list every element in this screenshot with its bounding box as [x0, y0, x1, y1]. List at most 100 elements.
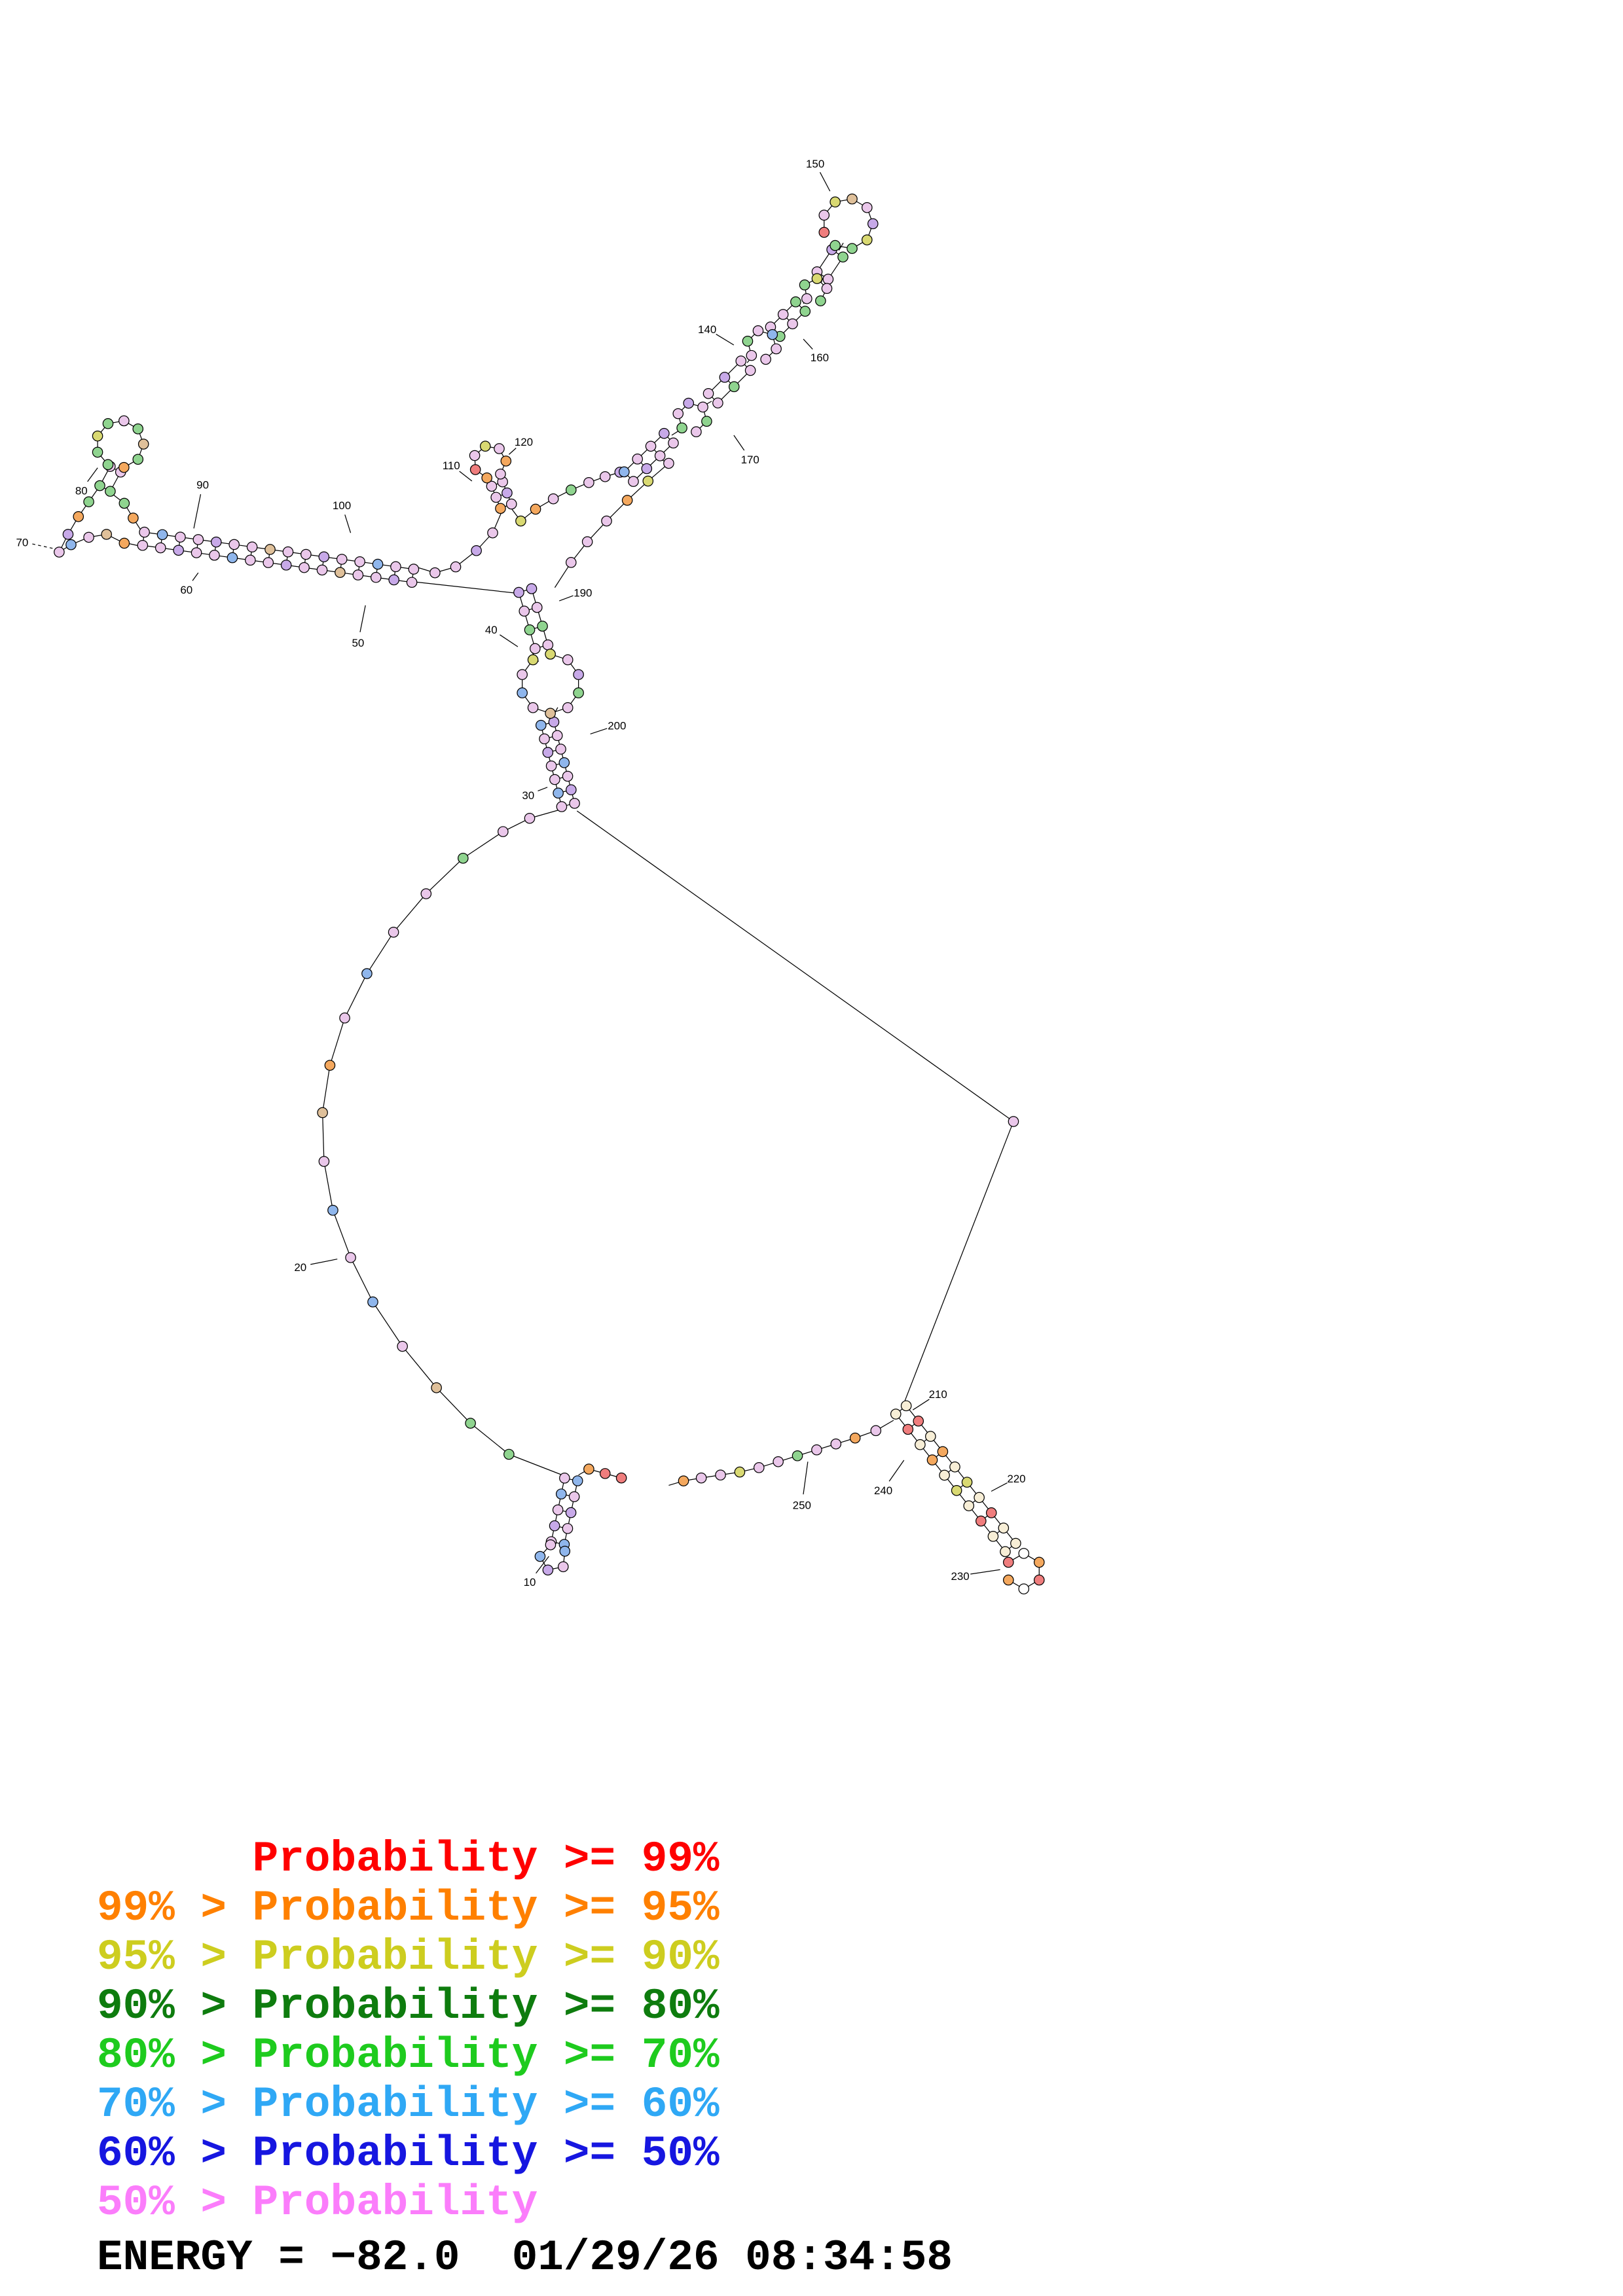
position-label: 20	[294, 1261, 306, 1274]
nucleotide	[963, 1500, 975, 1511]
nucleotide	[397, 1340, 408, 1352]
nucleotide	[388, 926, 399, 938]
nucleotide	[818, 209, 830, 221]
nucleotide	[867, 218, 879, 230]
nucleotide	[926, 1454, 938, 1465]
nucleotide	[557, 1561, 569, 1573]
nucleotide	[1018, 1548, 1030, 1559]
nucleotide	[830, 240, 841, 251]
nucleotide	[498, 826, 509, 837]
nucleotide	[822, 274, 834, 285]
nucleotide	[519, 605, 530, 617]
nucleotide	[771, 343, 782, 355]
energy-readout: ENERGY = −82.0 01/29/26 08:34:58	[97, 2233, 953, 2282]
nucleotide	[495, 469, 506, 480]
nucleotide	[500, 456, 512, 467]
nucleotide	[1002, 1574, 1014, 1586]
nucleotide	[830, 196, 841, 207]
nucleotide	[527, 702, 539, 713]
nucleotide	[642, 475, 654, 487]
nucleotide	[565, 557, 577, 568]
nucleotide	[849, 1432, 861, 1444]
nucleotide	[790, 296, 801, 308]
nucleotide	[542, 747, 554, 758]
position-label: 190	[574, 586, 592, 599]
nucleotide	[556, 801, 568, 812]
nucleotide	[678, 1475, 689, 1486]
nucleotide	[336, 554, 348, 565]
nucleotide	[527, 654, 539, 666]
nucleotide	[542, 639, 554, 651]
nucleotide	[599, 1468, 611, 1479]
position-label: 50	[352, 637, 364, 649]
nucleotide	[555, 744, 566, 755]
nucleotide	[501, 487, 513, 499]
nucleotide	[663, 457, 674, 469]
nucleotide	[301, 548, 312, 560]
nucleotide	[515, 515, 526, 527]
nucleotide	[811, 273, 823, 284]
nucleotide	[83, 531, 94, 543]
nucleotide	[264, 544, 276, 555]
nucleotide	[715, 1469, 726, 1480]
nucleotide	[818, 226, 830, 238]
nucleotide	[654, 450, 666, 461]
nucleotide	[517, 687, 528, 698]
nucleotide	[632, 454, 644, 465]
legend-entry-4: 80% > Probability >= 70%	[97, 2031, 720, 2080]
nucleotide	[458, 852, 469, 864]
nucleotide	[549, 1520, 560, 1532]
nucleotide	[915, 1439, 926, 1450]
nucleotide	[558, 757, 570, 768]
legend-entry-1: 99% > Probability >= 95%	[97, 1884, 720, 1933]
nucleotide	[245, 554, 256, 566]
nucleotide	[702, 388, 714, 399]
nucleotide	[847, 243, 858, 254]
nucleotide	[372, 558, 384, 570]
nucleotide	[615, 1472, 627, 1484]
nucleotide	[92, 446, 103, 458]
nucleotide	[559, 1545, 571, 1557]
nucleotide	[562, 654, 574, 666]
nucleotide	[494, 443, 505, 454]
nucleotide	[601, 515, 612, 527]
nucleotide	[524, 624, 536, 636]
nucleotide	[316, 564, 328, 576]
nucleotide	[815, 295, 826, 306]
position-label: 100	[333, 499, 351, 512]
nucleotide	[92, 430, 103, 442]
nucleotide	[621, 495, 633, 506]
nucleotide	[345, 1252, 356, 1263]
nucleotide	[128, 512, 139, 524]
nucleotide	[537, 620, 548, 632]
nucleotide	[581, 536, 593, 548]
nucleotide	[987, 1531, 999, 1542]
nucleotide	[599, 471, 611, 482]
nucleotide	[746, 350, 757, 361]
nucleotide	[551, 730, 563, 742]
nucleotide	[659, 427, 670, 439]
nucleotide	[367, 1296, 378, 1308]
position-label: 110	[443, 459, 460, 472]
nucleotide	[792, 1450, 803, 1462]
legend-entry-7: 50% > Probability	[97, 2178, 538, 2227]
nucleotide	[137, 439, 149, 450]
nucleotide	[777, 309, 789, 320]
nucleotide	[119, 461, 130, 473]
nucleotide	[569, 798, 580, 809]
nucleotide	[753, 1462, 765, 1473]
nucleotide	[547, 493, 559, 505]
nucleotide	[486, 480, 498, 492]
nucleotide	[173, 545, 184, 556]
nucleotide	[139, 526, 150, 538]
nucleotide	[246, 541, 258, 553]
legend-entry-3: 90% > Probability >= 80%	[97, 1982, 720, 2031]
nucleotide	[549, 774, 560, 785]
nucleotide	[583, 477, 594, 488]
nucleotide	[712, 397, 723, 408]
nucleotide	[530, 643, 541, 655]
nucleotide	[83, 496, 94, 507]
nucleotide	[668, 437, 679, 449]
nucleotide	[683, 397, 695, 409]
nucleotide	[361, 968, 373, 979]
